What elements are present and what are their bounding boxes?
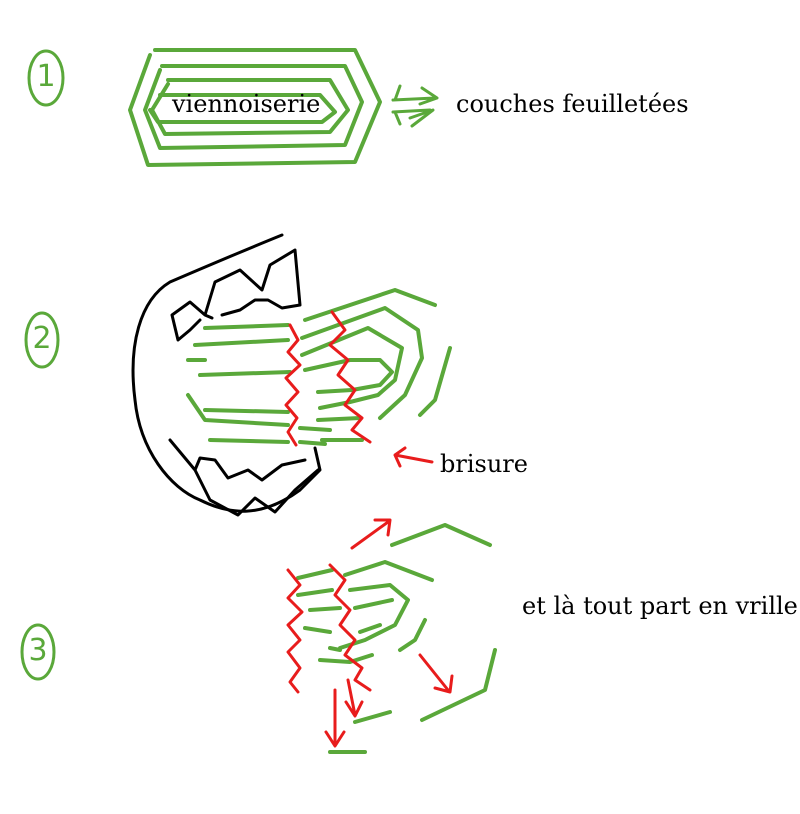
step3-crack-right — [328, 563, 372, 692]
step1-split-arrows — [391, 84, 439, 128]
upper-teeth — [170, 248, 302, 342]
step1-circle — [27, 49, 65, 107]
step3-circle — [20, 623, 56, 681]
step3-layer-4 — [303, 626, 374, 664]
step2-layer-outer — [203, 288, 452, 417]
step3-layer-1 — [296, 560, 434, 582]
step3-arrow-up — [350, 518, 392, 550]
step2-layer-3 — [186, 326, 404, 410]
step-circles — [20, 49, 65, 681]
step2-layer-bottom-3 — [208, 438, 327, 446]
crack-arrow — [393, 446, 434, 468]
break-label: brisure — [440, 450, 528, 478]
step1-arrow-down — [391, 108, 435, 128]
step3-crack-left — [286, 568, 304, 694]
step3-pastry — [296, 523, 497, 754]
step3-arrow-down-2 — [324, 688, 346, 748]
step3-arrow-right — [418, 653, 454, 694]
step2-layer-2 — [193, 306, 424, 420]
step3-layer-2 — [296, 583, 410, 650]
step2-number: 2 — [32, 321, 52, 356]
step3-piece-bottom — [353, 710, 392, 724]
step1-layer-outer — [128, 48, 382, 167]
step3-layer-3 — [308, 598, 394, 634]
crack-left — [284, 323, 302, 447]
step2-cracks — [284, 310, 434, 468]
layers-label: couches feuilletées — [456, 90, 689, 118]
step2-pastry — [186, 288, 452, 446]
crack-right — [328, 310, 372, 444]
pastry-label: viennoiserie — [172, 90, 321, 118]
step1-arrow-up — [391, 84, 439, 106]
chaos-label: et là tout part en vrille — [522, 592, 798, 620]
step3-piece-top — [390, 523, 492, 547]
step1-layer-2 — [143, 64, 364, 150]
step3-arrow-down-1 — [344, 678, 364, 718]
step2-layer-bottom — [186, 393, 362, 427]
step2-circle — [24, 311, 60, 369]
step3-cracks — [286, 518, 454, 748]
step2-layer-bottom-2 — [203, 408, 364, 442]
step2-mouth — [131, 233, 322, 517]
mouth-outline — [131, 233, 322, 513]
step3-number: 3 — [28, 633, 48, 668]
step2-layer-inner — [198, 358, 394, 394]
step1-pastry — [128, 48, 382, 167]
lower-teeth — [168, 438, 320, 517]
step3-layer-5 — [328, 618, 427, 652]
step3-piece-right — [420, 648, 497, 722]
step1-layer-inner — [148, 93, 337, 124]
step1-number: 1 — [36, 59, 56, 94]
